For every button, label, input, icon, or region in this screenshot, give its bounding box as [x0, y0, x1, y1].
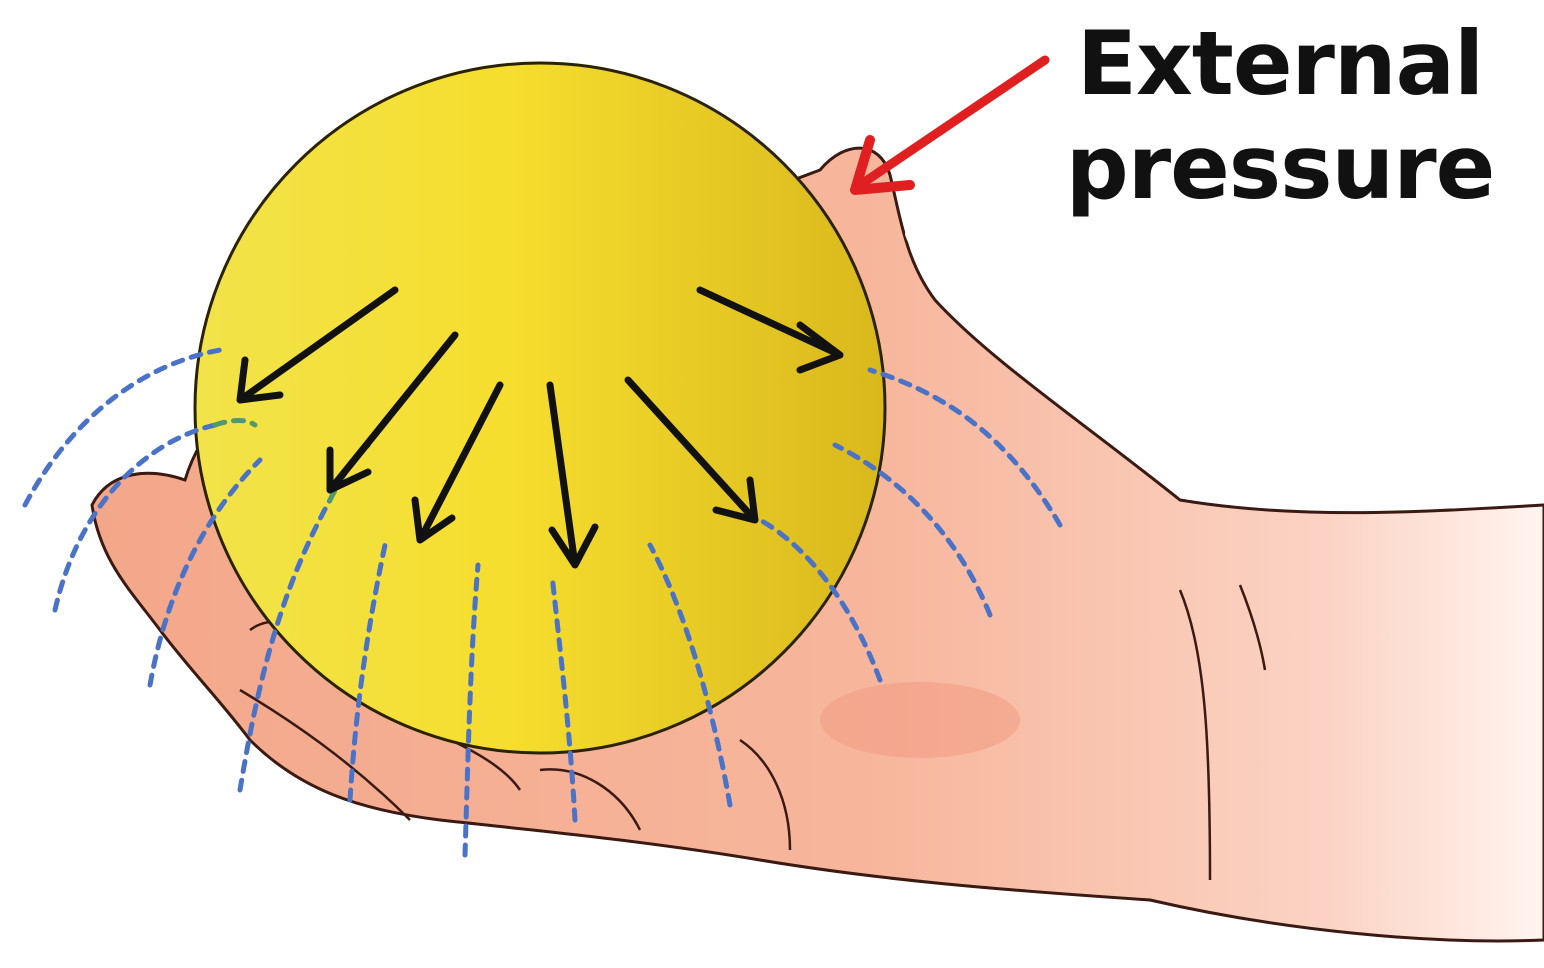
palm-shadow [820, 682, 1020, 758]
ball [195, 63, 885, 753]
external-pressure-label: External pressure [1050, 12, 1510, 220]
label-line-2: pressure [1050, 116, 1510, 220]
label-line-1: External [1050, 12, 1510, 116]
external-pressure-arrow [855, 60, 1045, 190]
